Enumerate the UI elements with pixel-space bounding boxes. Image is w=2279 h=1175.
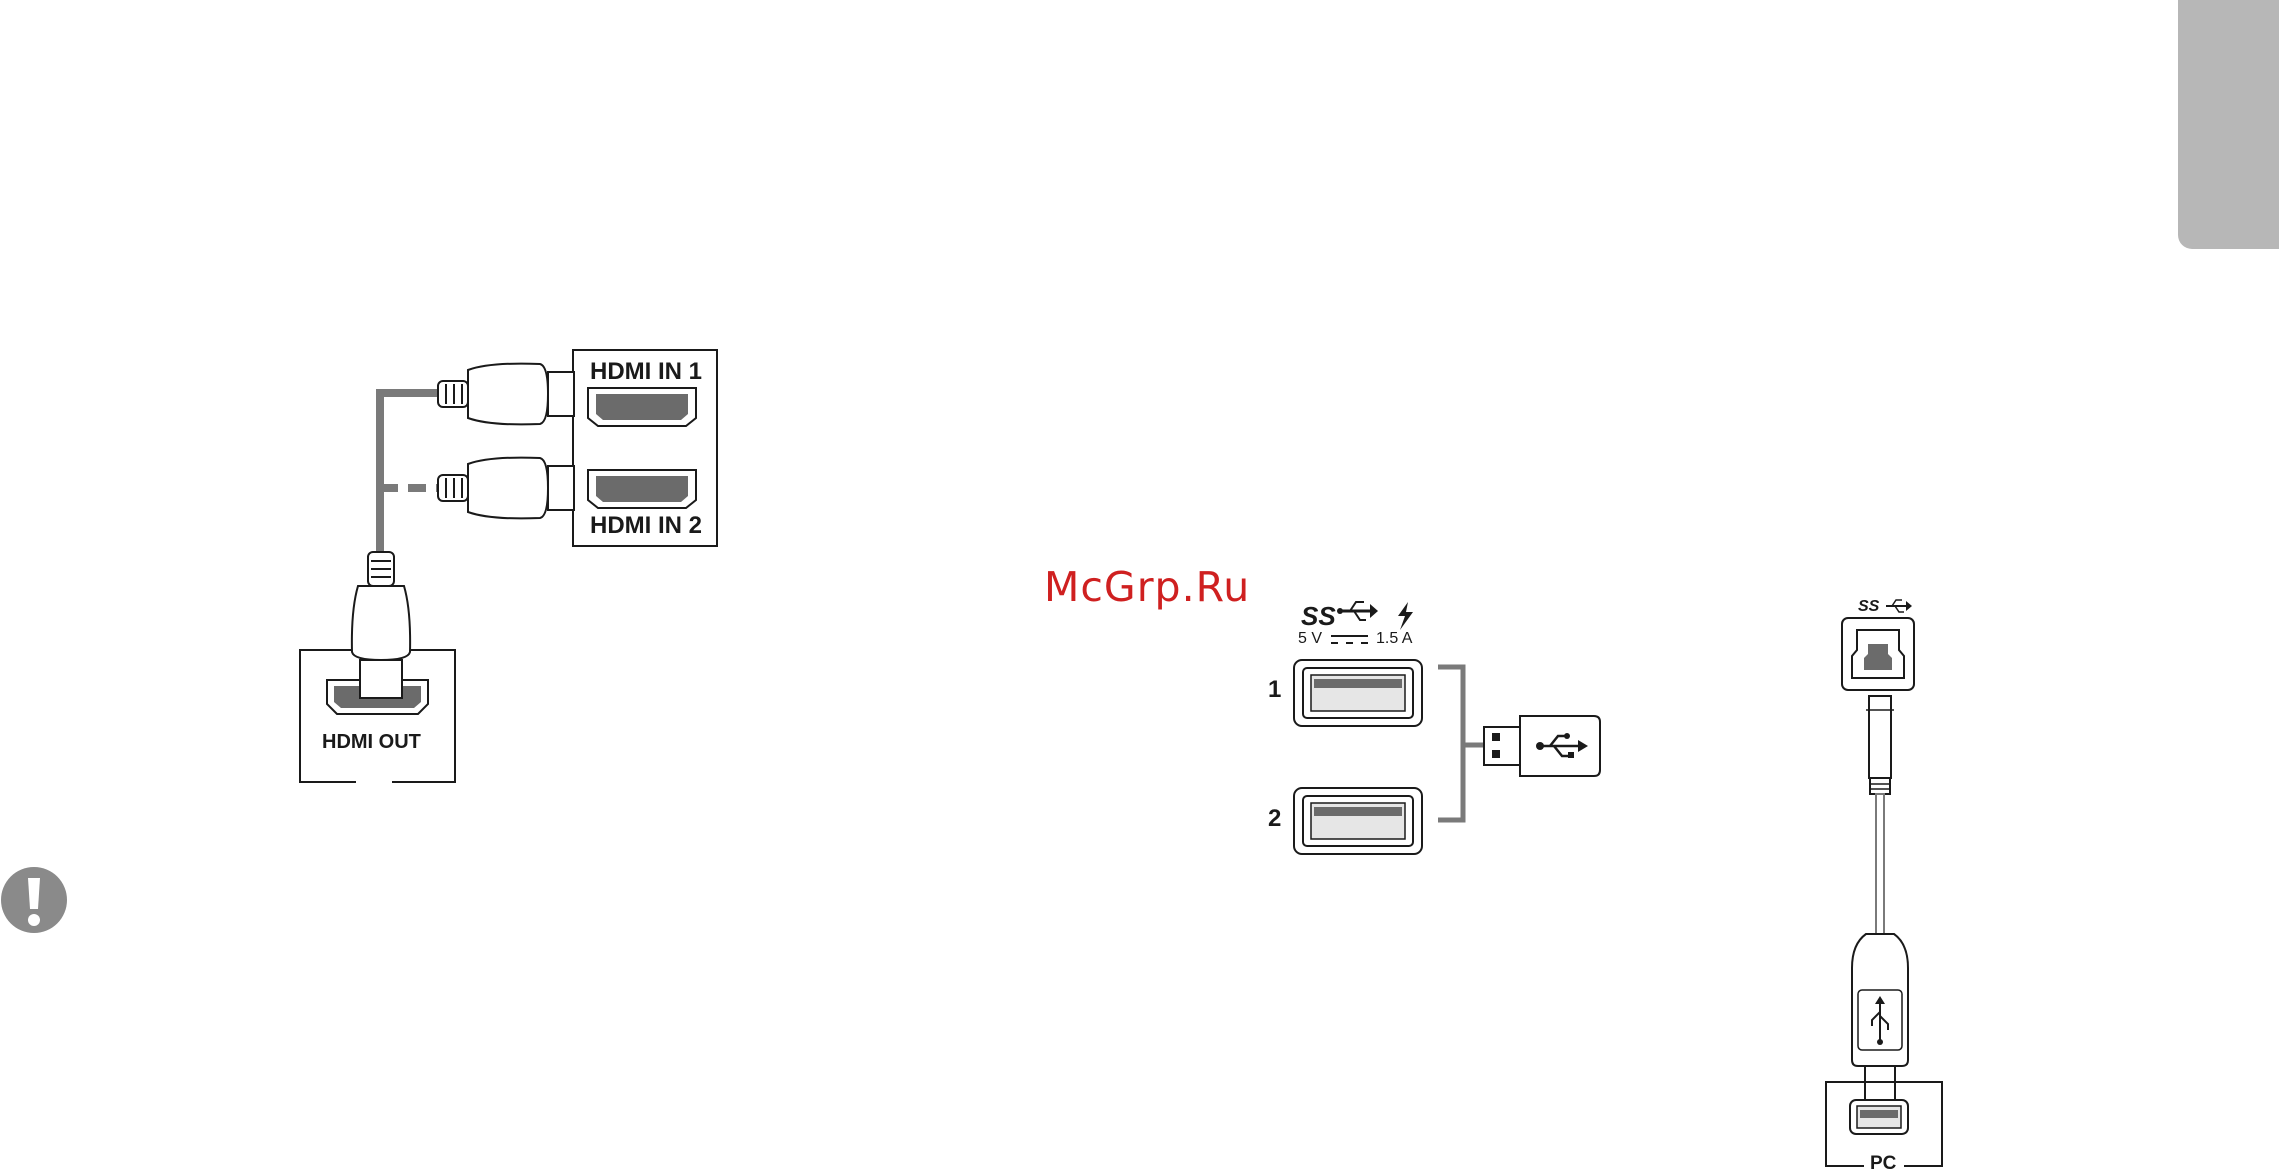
superspeed-usb-icon xyxy=(1337,602,1378,620)
current-label: 1.5 A xyxy=(1376,630,1412,648)
usb-port-1-label: 1 xyxy=(1268,676,1281,704)
pc-label: PC xyxy=(1870,1153,1896,1175)
upstream-superspeed-icon xyxy=(1886,600,1912,612)
superspeed-label: SS xyxy=(1301,601,1336,632)
usb-upstream-cable xyxy=(1866,696,1894,934)
upstream-superspeed-label: SS xyxy=(1858,598,1879,616)
usb-upstream-port xyxy=(1842,618,1914,690)
usb-device-bracket xyxy=(1438,667,1463,820)
usb-port-2 xyxy=(1294,788,1422,854)
usb-port-1 xyxy=(1294,660,1422,726)
usb-port-2-label: 2 xyxy=(1268,805,1281,833)
lightning-icon xyxy=(1398,602,1413,630)
voltage-label: 5 V xyxy=(1298,630,1322,648)
pc-usb-port xyxy=(1850,1100,1908,1134)
dc-symbol xyxy=(1331,636,1368,643)
